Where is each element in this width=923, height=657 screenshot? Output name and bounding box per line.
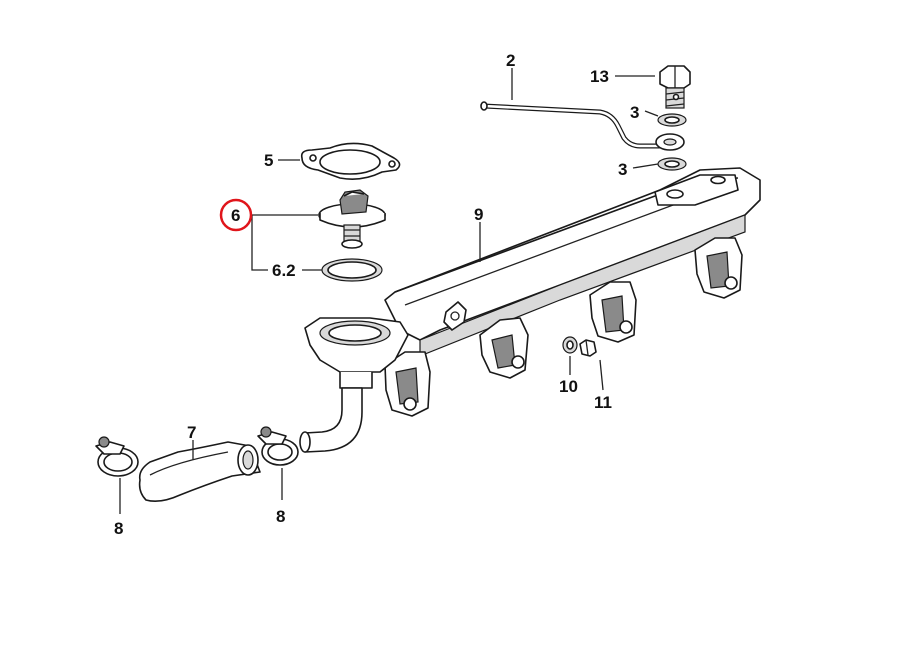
washer[interactable] [562,336,578,354]
callout-3-upper[interactable]: 3 [630,103,639,122]
callout-6[interactable]: 6 [231,206,240,225]
callout-6-2[interactable]: 6.2 [272,261,296,280]
callout-5[interactable]: 5 [264,151,273,170]
callout-8-left[interactable]: 8 [114,519,123,538]
thermostat-housing[interactable] [299,317,409,453]
leader-lines [119,68,659,514]
callout-10[interactable]: 10 [559,377,578,396]
callout-3-lower[interactable]: 3 [618,160,627,179]
sealing-washer-upper[interactable] [657,113,687,127]
hose-clamp-right[interactable] [257,426,299,466]
gasket[interactable] [300,142,401,180]
callout-13[interactable]: 13 [590,67,609,86]
sealing-washer-lower[interactable] [657,157,687,171]
bleeder-pipe[interactable] [480,101,685,151]
callout-labels: 2 13 3 3 5 6 6.2 9 7 8 8 10 11 [114,51,639,538]
coolant-rail[interactable] [384,167,761,417]
hex-nut[interactable] [579,339,597,357]
callout-2[interactable]: 2 [506,51,515,70]
hose-clamp-left[interactable] [95,436,139,477]
hose[interactable] [138,441,261,502]
callout-8-right[interactable]: 8 [276,507,285,526]
callout-7[interactable]: 7 [187,423,196,442]
callout-11[interactable]: 11 [594,393,612,412]
o-ring[interactable] [321,258,383,282]
callout-9[interactable]: 9 [474,205,483,224]
thermostat[interactable] [318,189,386,249]
highlight-ring [219,198,253,232]
banjo-bolt[interactable] [659,65,691,109]
